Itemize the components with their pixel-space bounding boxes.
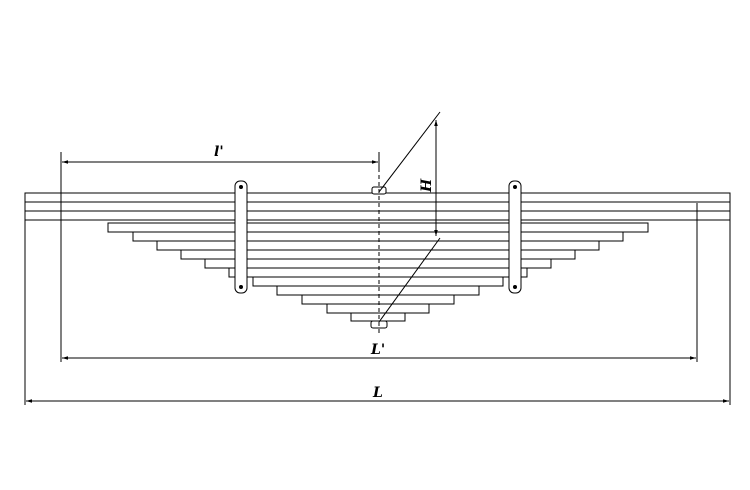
height-label: H <box>419 178 435 193</box>
leaf-8 <box>204 258 552 269</box>
left-clip-band <box>234 180 248 294</box>
main-leaf-3 <box>24 210 731 221</box>
dimension-span: L' <box>62 342 696 360</box>
span-label: L' <box>370 342 385 358</box>
arm-length-label: l' <box>214 144 224 160</box>
leaf-9 <box>228 267 528 278</box>
leaf-stack <box>24 192 731 322</box>
main-leaf-2 <box>24 201 731 212</box>
extension-lines <box>24 152 731 405</box>
left-clip <box>234 180 248 294</box>
leaf-4 <box>107 222 649 233</box>
dimension-height: H <box>378 111 441 323</box>
leaf-13 <box>326 303 430 314</box>
dimension-arm-length: l' <box>62 144 378 164</box>
leaf-5 <box>132 231 624 242</box>
leaf-6 <box>156 240 600 251</box>
center-bolt <box>370 168 388 335</box>
leaf-11 <box>276 285 480 296</box>
leaf-12 <box>301 294 455 305</box>
leaf-14 <box>350 312 406 322</box>
dimension-total-length: L <box>26 385 729 403</box>
right-clip-band <box>508 180 522 294</box>
leaf-10 <box>252 276 504 287</box>
right-clip <box>508 180 522 294</box>
total-length-label: L <box>372 385 383 401</box>
